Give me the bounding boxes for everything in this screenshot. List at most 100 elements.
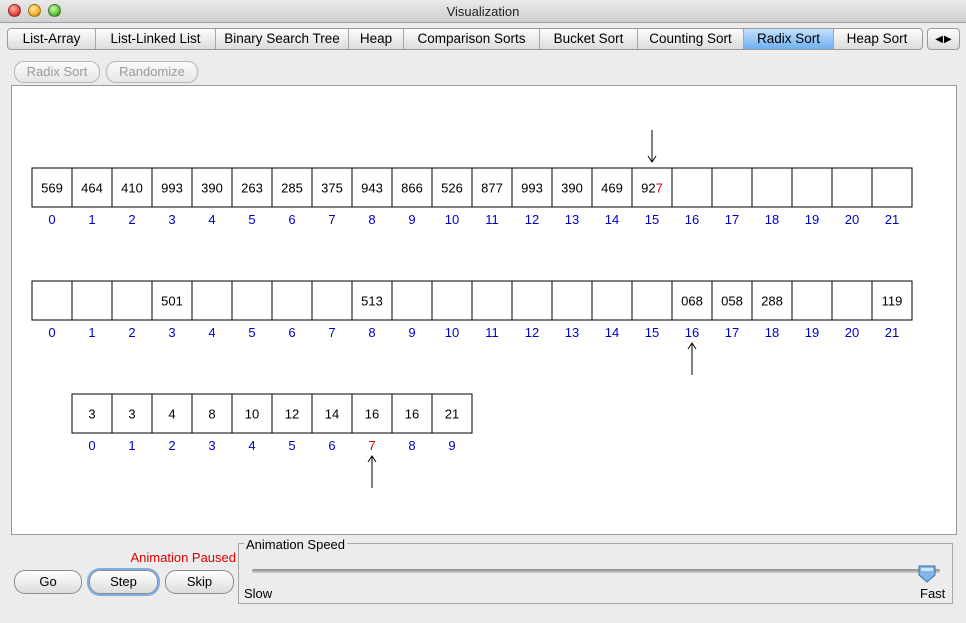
index-label: 6 xyxy=(288,212,295,227)
index-label: 13 xyxy=(565,325,579,340)
cell-value: 943 xyxy=(361,181,383,196)
scroll-right-icon[interactable]: ▶ xyxy=(944,33,952,45)
index-label: 2 xyxy=(128,325,135,340)
index-label: 14 xyxy=(605,325,619,340)
scroll-left-icon[interactable]: ◀ xyxy=(935,33,943,45)
cell-value: 927 xyxy=(641,181,663,196)
index-label: 0 xyxy=(88,438,95,453)
index-label: 8 xyxy=(408,438,415,453)
index-label: 9 xyxy=(448,438,455,453)
index-label: 1 xyxy=(128,438,135,453)
randomize-button[interactable]: Randomize xyxy=(106,61,198,83)
index-label: 4 xyxy=(248,438,255,453)
index-label: 4 xyxy=(208,325,215,340)
tab-binary-search-tree[interactable]: Binary Search Tree xyxy=(216,29,349,49)
index-label: 12 xyxy=(525,325,539,340)
cell-value: 993 xyxy=(161,181,183,196)
zoom-window-button[interactable] xyxy=(48,4,61,17)
index-label: 19 xyxy=(805,212,819,227)
index-label: 17 xyxy=(725,325,739,340)
array-0-pointer-arrow xyxy=(647,130,657,163)
tab-comparison-sorts[interactable]: Comparison Sorts xyxy=(404,29,540,49)
array-1-pointer-arrow xyxy=(687,342,697,375)
index-label: 11 xyxy=(485,212,499,227)
tab-list-linked-list[interactable]: List-Linked List xyxy=(96,29,216,49)
cell-value: 10 xyxy=(245,407,259,422)
step-button[interactable]: Step xyxy=(89,570,158,594)
cell-value: 410 xyxy=(121,181,143,196)
tab-bar: List-Array List-Linked List Binary Searc… xyxy=(7,28,923,50)
close-window-button[interactable] xyxy=(8,4,21,17)
cell-value: 569 xyxy=(41,181,63,196)
animation-speed-title: Animation Speed xyxy=(244,537,348,552)
index-label: 5 xyxy=(248,325,255,340)
tab-radix-sort[interactable]: Radix Sort xyxy=(744,29,834,49)
cell-value: 866 xyxy=(401,181,423,196)
index-label: 4 xyxy=(208,212,215,227)
index-label: 0 xyxy=(48,325,55,340)
radix-sort-diagram: 5690464141029933390426352856375794388669… xyxy=(31,130,913,488)
cell-value: 501 xyxy=(161,294,183,309)
index-label: 18 xyxy=(765,325,779,340)
index-label: 2 xyxy=(128,212,135,227)
window-title: Visualization xyxy=(446,4,520,19)
index-label: 3 xyxy=(168,325,175,340)
index-label: 3 xyxy=(168,212,175,227)
index-label: 16 xyxy=(685,325,699,340)
index-label: 1 xyxy=(88,212,95,227)
tab-bucket-sort[interactable]: Bucket Sort xyxy=(540,29,638,49)
cell-value: 058 xyxy=(721,294,743,309)
index-label: 17 xyxy=(725,212,739,227)
go-button[interactable]: Go xyxy=(14,570,82,594)
index-label: 21 xyxy=(885,212,899,227)
index-label: 14 xyxy=(605,212,619,227)
index-label: 8 xyxy=(368,325,375,340)
speed-slider-track[interactable] xyxy=(252,569,940,573)
cell-value: 21 xyxy=(445,407,459,422)
index-label: 20 xyxy=(845,212,859,227)
index-label: 15 xyxy=(645,212,659,227)
array-cell xyxy=(871,280,913,321)
tab-heap-sort[interactable]: Heap Sort xyxy=(846,31,908,46)
tab-heap[interactable]: Heap xyxy=(349,29,404,49)
index-label: 5 xyxy=(288,438,295,453)
speed-slider-thumb[interactable] xyxy=(918,565,936,583)
tab-counting-sort[interactable]: Counting Sort xyxy=(638,29,744,49)
cell-value: 513 xyxy=(361,294,383,309)
cell-value: 390 xyxy=(201,181,223,196)
tab-scroll-buttons: ◀▶ xyxy=(927,28,960,50)
index-label: 7 xyxy=(368,438,375,453)
cell-value: 469 xyxy=(601,181,623,196)
cell-value: 3 xyxy=(88,407,95,422)
radix-sort-button[interactable]: Radix Sort xyxy=(14,61,100,83)
cell-value: 4 xyxy=(168,407,175,422)
index-label: 9 xyxy=(408,325,415,340)
cell-value: 263 xyxy=(241,181,263,196)
cell-value: 12 xyxy=(285,407,299,422)
cell-value: 068 xyxy=(681,294,703,309)
index-label: 6 xyxy=(288,325,295,340)
index-label: 13 xyxy=(565,212,579,227)
index-label: 3 xyxy=(208,438,215,453)
cell-value: 16 xyxy=(365,407,379,422)
cell-value: 8 xyxy=(208,407,215,422)
index-label: 11 xyxy=(485,325,499,340)
index-label: 10 xyxy=(445,325,459,340)
animation-status: Animation Paused xyxy=(130,550,236,565)
minimize-window-button[interactable] xyxy=(28,4,41,17)
index-label: 8 xyxy=(368,212,375,227)
index-label: 10 xyxy=(445,212,459,227)
cell-value: 464 xyxy=(81,181,103,196)
animation-speed-group xyxy=(238,543,953,604)
cell-value: 526 xyxy=(441,181,463,196)
index-label: 18 xyxy=(765,212,779,227)
skip-button[interactable]: Skip xyxy=(165,570,234,594)
index-label: 15 xyxy=(645,325,659,340)
index-label: 1 xyxy=(88,325,95,340)
index-label: 2 xyxy=(168,438,175,453)
tab-list-array[interactable]: List-Array xyxy=(8,29,96,49)
cell-value: 3 xyxy=(128,407,135,422)
index-label: 19 xyxy=(805,325,819,340)
speed-slow-label: Slow xyxy=(244,586,273,601)
